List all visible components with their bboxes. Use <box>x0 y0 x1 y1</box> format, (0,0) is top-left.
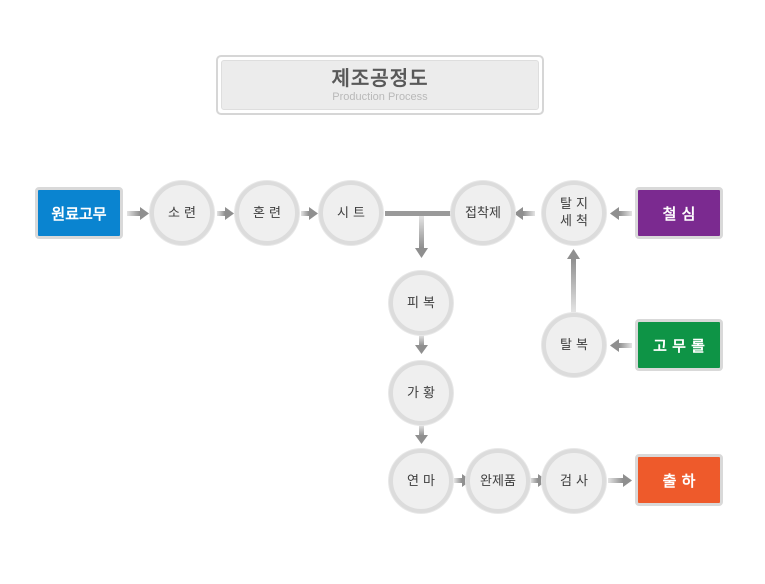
step-bonding: 접착제 <box>451 181 515 245</box>
arrow-mastication-to-compounding <box>217 207 234 220</box>
title-box: 제조공정도 Production Process <box>216 55 544 115</box>
step-stripping: 탈 복 <box>542 313 606 377</box>
arrow-stripping-to-degreasing <box>567 249 580 312</box>
step-finished-product: 완제품 <box>466 449 530 513</box>
step-covering: 피 복 <box>389 271 453 335</box>
step-vulcanizing: 가 황 <box>389 361 453 425</box>
arrow-junction-to-covering <box>415 216 428 258</box>
title-panel: 제조공정도 Production Process <box>221 60 539 110</box>
step-compounding: 혼 련 <box>235 181 299 245</box>
arrow-rubber-roll-to-stripping <box>610 339 632 352</box>
rubber-roll-box: 고 무 롤 <box>635 319 723 371</box>
raw-rubber-box: 원료고무 <box>35 187 123 239</box>
step-inspection: 검 사 <box>542 449 606 513</box>
arrow-vulcanizing-to-grinding <box>415 425 428 444</box>
arrow-steel-core-to-degreasing <box>610 207 632 220</box>
diagram-title: 제조공정도 <box>331 66 429 90</box>
shipping-box: 출 하 <box>635 454 723 506</box>
arrow-inspection-to-shipping <box>608 474 632 487</box>
step-degreasing-washing: 탈 지 세 척 <box>542 181 606 245</box>
steel-core-box: 철 심 <box>635 187 723 239</box>
arrow-degreasing-to-bonding <box>514 207 535 220</box>
arrow-compounding-to-sheet <box>301 207 318 220</box>
step-sheet: 시 트 <box>319 181 383 245</box>
diagram-subtitle: Production Process <box>332 91 428 103</box>
arrow-covering-to-vulcanizing <box>415 335 428 354</box>
connector-sheet-bonding-bar <box>385 211 451 216</box>
arrow-raw-rubber-to-mastication <box>127 207 149 220</box>
step-grinding: 연 마 <box>389 449 453 513</box>
step-mastication: 소 련 <box>150 181 214 245</box>
